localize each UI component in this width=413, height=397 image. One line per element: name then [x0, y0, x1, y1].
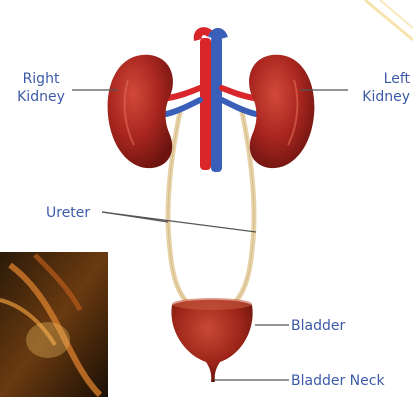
label-right-kidney: Right Kidney	[12, 70, 70, 106]
label-ureter: Ureter	[46, 204, 90, 222]
right-kidney	[108, 55, 173, 168]
label-left-kidney-text: Left Kidney	[350, 70, 410, 106]
left-kidney	[249, 55, 314, 168]
label-left-kidney: Left Kidney	[350, 70, 410, 106]
corner-decoration	[365, 0, 413, 40]
label-bladder-neck: Bladder Neck	[291, 372, 385, 390]
bladder	[171, 298, 252, 382]
photo-inset	[0, 252, 108, 397]
label-bladder: Bladder	[291, 317, 345, 335]
label-right-kidney-text: Right Kidney	[12, 70, 70, 106]
